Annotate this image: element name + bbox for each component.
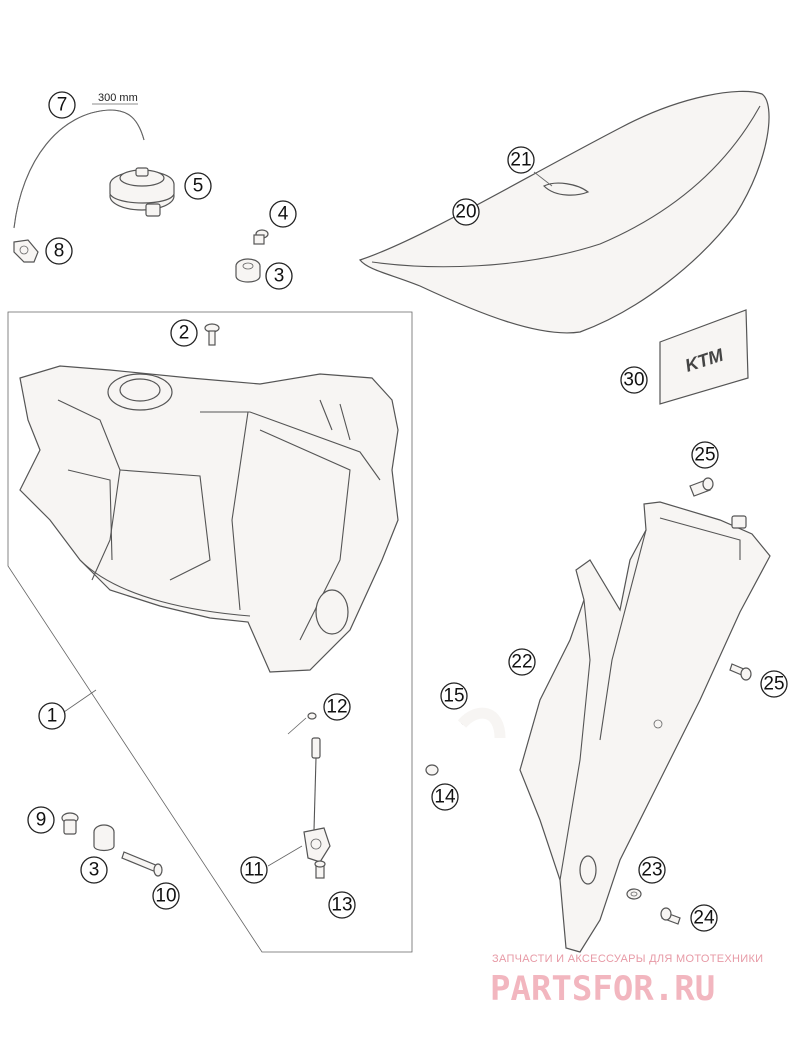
callout-2: 2 (170, 319, 198, 347)
callout-leader-1 (63, 689, 97, 713)
fuel-hose (13, 109, 145, 229)
svg-text:12: 12 (326, 697, 347, 718)
svg-text:20: 20 (455, 202, 476, 223)
callout-24: 24 (690, 904, 718, 932)
svg-text:23: 23 (641, 860, 662, 881)
bolt-part10 (121, 851, 163, 877)
callout-4: 4 (269, 200, 297, 228)
svg-text:24: 24 (693, 908, 715, 929)
screw-part25-side (729, 663, 752, 681)
callout-3-top: 3 (265, 262, 293, 290)
hose-bend-part15 (457, 707, 506, 739)
callout-8: 8 (45, 237, 73, 265)
svg-text:25: 25 (694, 445, 715, 466)
svg-text:11: 11 (244, 860, 264, 881)
fuel-tap-assembly (267, 712, 331, 879)
callout-20: 20 (452, 198, 480, 226)
svg-text:14: 14 (434, 787, 456, 808)
svg-text:10: 10 (155, 886, 176, 907)
bushing-part3-bottom (93, 824, 115, 852)
callout-15: 15 (440, 682, 468, 710)
seat (358, 90, 770, 334)
fuel-tank (19, 365, 399, 673)
ktm-decal: KTM (659, 309, 749, 405)
svg-text:8: 8 (54, 241, 65, 262)
assembly-frame (7, 311, 413, 953)
callout-12: 12 (323, 693, 351, 721)
callout-14: 14 (431, 783, 459, 811)
bolt-part2 (204, 323, 220, 346)
dimension-label: 300 mm (98, 92, 138, 104)
screw-part24 (660, 907, 681, 925)
clamp-part14 (425, 764, 439, 776)
callout-5: 5 (184, 172, 212, 200)
callout-21: 21 (507, 146, 535, 174)
watermark-brand: PARTSFOR.RU (490, 969, 715, 1009)
bushing-part3-top (235, 258, 261, 283)
bolt-part9 (61, 812, 79, 835)
callout-22: 22 (508, 648, 536, 676)
callout-1: 1 (38, 702, 66, 730)
svg-text:15: 15 (443, 686, 464, 707)
svg-text:25: 25 (763, 674, 784, 695)
callout-23: 23 (638, 856, 666, 884)
svg-text:30: 30 (623, 370, 644, 391)
callout-30: 30 (620, 366, 648, 394)
nut-part23 (626, 888, 642, 900)
callout-7: 7 (48, 91, 76, 119)
elbow-fitting (13, 239, 39, 263)
screw-part25-top (689, 477, 714, 497)
callout-10: 10 (152, 882, 180, 910)
callout-25-side: 25 (760, 670, 788, 698)
callout-25-top: 25 (691, 441, 719, 469)
svg-text:2: 2 (179, 323, 190, 344)
watermark-tagline: ЗАПЧАСТИ И АКСЕССУАРЫ ДЛЯ МОТОТЕХНИКИ (492, 953, 763, 965)
callout-9: 9 (27, 806, 55, 834)
callout-13: 13 (328, 891, 356, 919)
svg-text:1: 1 (47, 706, 58, 727)
svg-text:5: 5 (193, 176, 204, 197)
svg-text:3: 3 (89, 860, 100, 881)
svg-text:4: 4 (278, 204, 289, 225)
svg-text:13: 13 (331, 895, 352, 916)
svg-text:22: 22 (511, 652, 532, 673)
side-panel (519, 501, 771, 953)
fuel-cap (109, 167, 175, 217)
svg-text:9: 9 (36, 810, 47, 831)
callout-3-bottom: 3 (80, 856, 108, 884)
svg-text:7: 7 (57, 95, 68, 116)
svg-text:21: 21 (510, 150, 531, 171)
svg-text:3: 3 (274, 266, 285, 287)
screw-part4 (253, 229, 269, 245)
callout-11: 11 (240, 856, 268, 884)
